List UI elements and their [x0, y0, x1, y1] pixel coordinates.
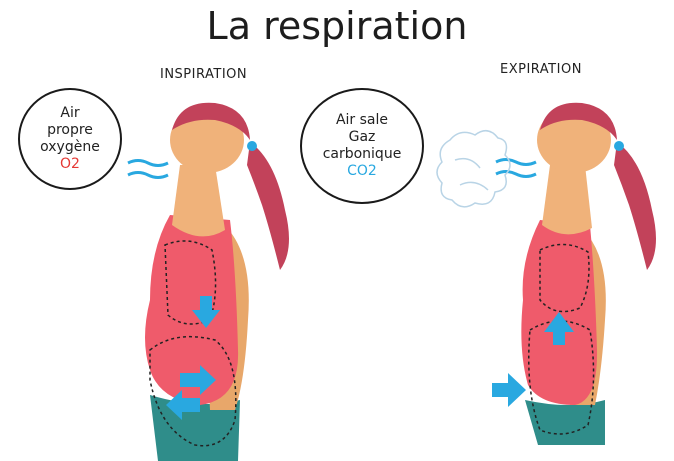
- expiration-bubble-line-1: Air sale: [336, 112, 388, 129]
- expiration-bubble-line-2: Gaz: [349, 129, 376, 146]
- inspiration-woman: [128, 103, 289, 461]
- expiration-bubble: Air sale Gaz carbonique CO2: [300, 88, 424, 204]
- inspiration-bubble-line-1: Air: [60, 105, 79, 122]
- expiration-woman: [492, 103, 656, 445]
- exhaled-air-cloud: [437, 131, 510, 207]
- inspiration-bubble-line-3: oxygène: [40, 139, 100, 156]
- inspiration-gas: O2: [60, 156, 80, 173]
- expiration-gas: CO2: [347, 163, 377, 180]
- inspiration-bubble-line-2: propre: [47, 122, 93, 139]
- inspiration-bubble: Air propre oxygène O2: [18, 88, 122, 190]
- expiration-bubble-line-3: carbonique: [323, 146, 402, 163]
